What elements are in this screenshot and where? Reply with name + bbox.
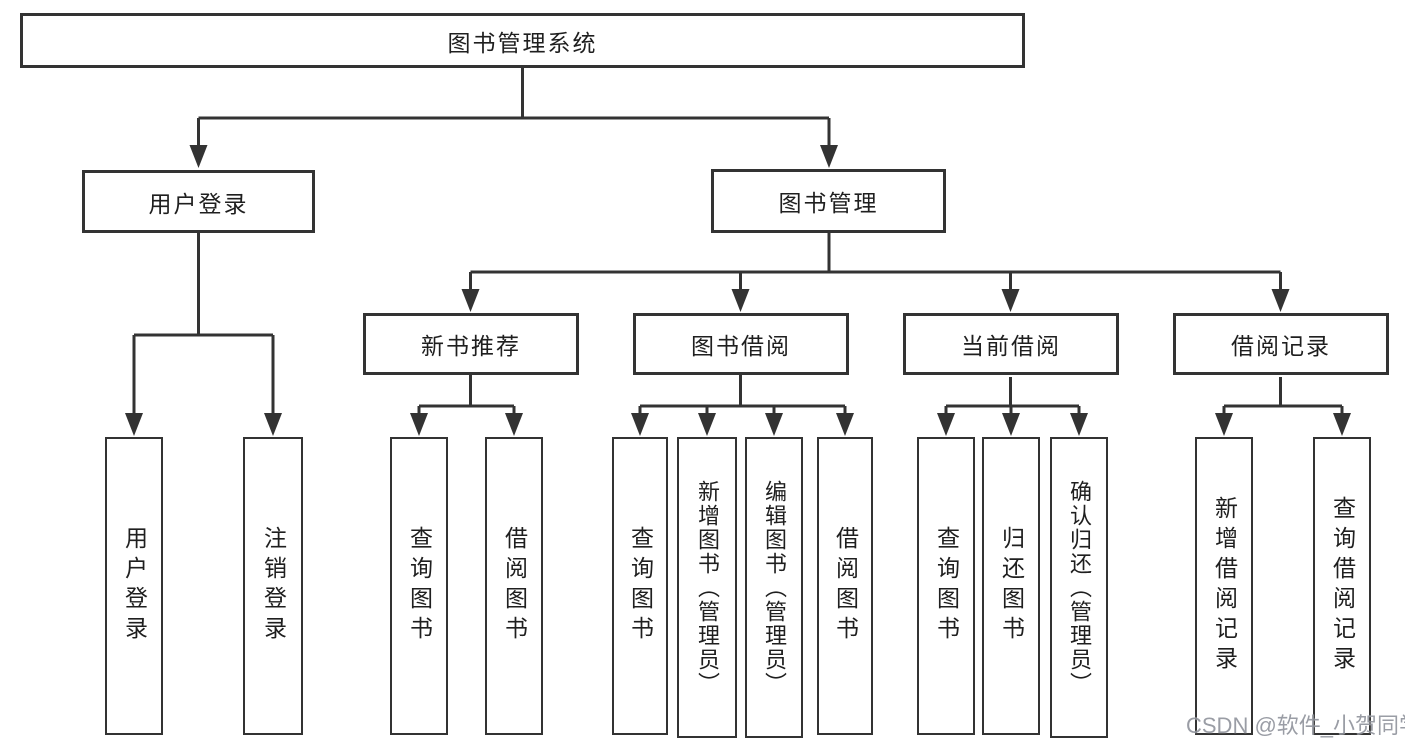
node-user-login: 用户登录: [82, 170, 315, 233]
leaf-label: 新增图书（管理员）: [695, 479, 720, 696]
leaf-label: 查询借阅记录: [1329, 496, 1356, 676]
node-borrow-records: 借阅记录: [1173, 313, 1389, 375]
leaf-add-borrow-record: 新增借阅记录: [1195, 437, 1253, 735]
node-current-borrow: 当前借阅: [903, 313, 1119, 375]
leaf-label: 借阅图书: [501, 526, 528, 646]
node-new-book-recommend: 新书推荐: [363, 313, 579, 375]
leaf-label: 查询图书: [933, 526, 960, 646]
node-root: 图书管理系统: [20, 13, 1025, 68]
leaf-label: 编辑图书（管理员）: [762, 479, 787, 696]
leaf-confirm-return-admin: 确认归还（管理员）: [1050, 437, 1108, 738]
leaf-query-book-borrow: 查询图书: [612, 437, 668, 735]
leaf-borrow-book-recommend: 借阅图书: [485, 437, 543, 735]
leaf-label: 归还图书: [998, 526, 1025, 646]
leaf-add-book-admin: 新增图书（管理员）: [677, 437, 737, 738]
leaf-user-login: 用户登录: [105, 437, 163, 735]
leaf-query-book-current: 查询图书: [917, 437, 975, 735]
leaf-label: 用户登录: [121, 526, 148, 646]
leaf-label: 新增借阅记录: [1211, 496, 1238, 676]
leaf-return-book: 归还图书: [982, 437, 1040, 735]
leaf-label: 查询图书: [406, 526, 433, 646]
leaf-label: 注销登录: [260, 526, 287, 646]
leaf-label: 借阅图书: [832, 526, 859, 646]
node-book-management: 图书管理: [711, 169, 946, 233]
leaf-label: 确认归还（管理员）: [1067, 479, 1092, 696]
leaf-query-book-recommend: 查询图书: [390, 437, 448, 735]
leaf-borrow-book: 借阅图书: [817, 437, 873, 735]
leaf-label: 查询图书: [627, 526, 654, 646]
watermark: CSDN @软件_小贺同学: [1186, 713, 1405, 738]
node-book-borrow: 图书借阅: [633, 313, 849, 375]
leaf-edit-book-admin: 编辑图书（管理员）: [745, 437, 803, 738]
leaf-query-borrow-record: 查询借阅记录: [1313, 437, 1371, 735]
arrowheads: [125, 145, 1351, 436]
leaf-logout-login: 注销登录: [243, 437, 303, 735]
